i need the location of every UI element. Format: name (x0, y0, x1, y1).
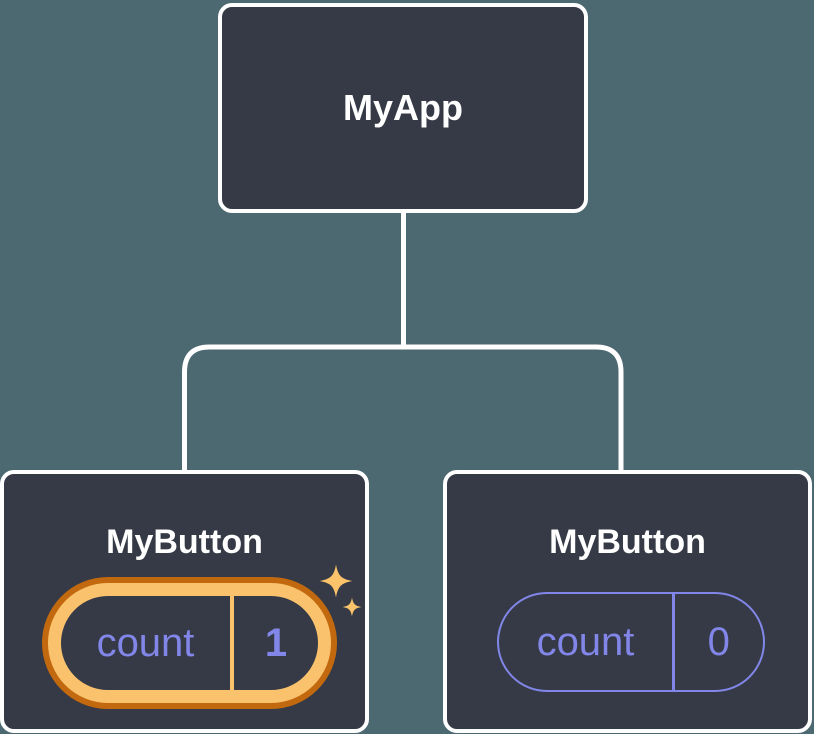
node-mybutton-left: MyButton count 1 (0, 470, 369, 733)
connector-branch (182, 344, 624, 474)
pill-divider (672, 594, 675, 690)
node-myapp: MyApp (218, 3, 588, 213)
state-name-cell: count (61, 596, 230, 690)
state-value-cell: 1 (234, 596, 318, 690)
state-name-label: count (96, 620, 195, 665)
state-name-label: count (536, 619, 635, 664)
pill-divider (230, 596, 234, 690)
state-name-cell: count (499, 594, 672, 690)
node-mybutton-right: MyButton count 0 (443, 470, 812, 733)
state-pill-highlighted: count 1 (48, 583, 331, 703)
state-pill-plain: count 0 (497, 592, 765, 692)
node-mybutton-left-label: MyButton (106, 523, 263, 561)
state-value-cell: 0 (675, 594, 764, 690)
sparkles-icon (319, 564, 362, 617)
state-value-label: 0 (707, 619, 730, 664)
state-value-label: 1 (264, 620, 288, 665)
node-mybutton-right-label: MyButton (549, 523, 706, 561)
node-myapp-label: MyApp (343, 87, 463, 128)
